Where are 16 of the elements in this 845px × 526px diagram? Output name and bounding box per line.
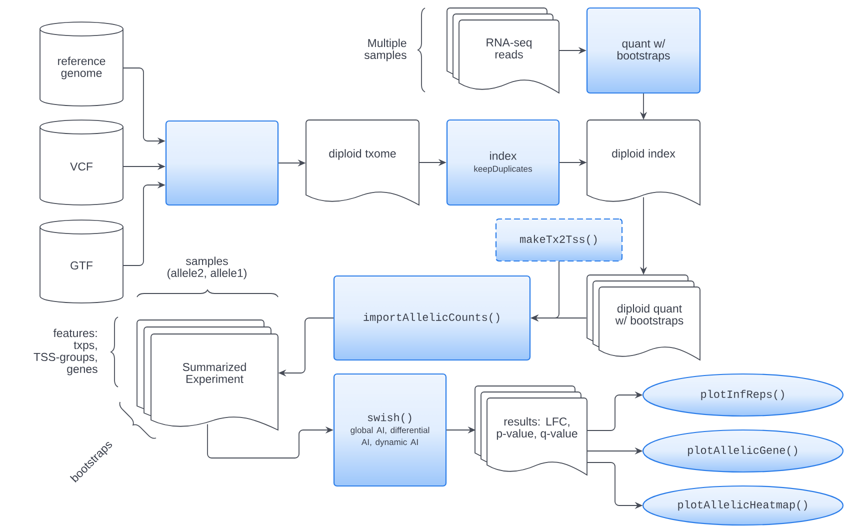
database-cylinder: GTF bbox=[40, 220, 124, 304]
database-cylinder: VCF bbox=[40, 120, 124, 206]
process-box: swish() global AI, differential AI, dynamic AI bbox=[333, 373, 447, 487]
annotation-label: samples (allele2, allele1) bbox=[168, 256, 246, 280]
document-stack: results: LFC, p-value, q-value bbox=[474, 386, 588, 476]
document-stack: Summarized Experiment bbox=[136, 320, 278, 430]
process-box: importAllelicCounts() bbox=[333, 275, 531, 361]
process-box: index keepDuplicates bbox=[446, 119, 560, 206]
dashed-function-box: makeTx2Tss() bbox=[495, 218, 623, 262]
document-stack: diploid quant w/ bootstraps bbox=[586, 274, 700, 360]
annotation-label: features: txps, TSS-groups, genes bbox=[34, 328, 98, 376]
process-box: quant w/ bootstraps bbox=[586, 7, 701, 94]
annotation-label: Multiple samples bbox=[364, 38, 406, 62]
database-cylinder: reference genome bbox=[40, 22, 124, 106]
document-stack: RNA-seq reads bbox=[446, 8, 560, 94]
process-box bbox=[165, 120, 279, 206]
